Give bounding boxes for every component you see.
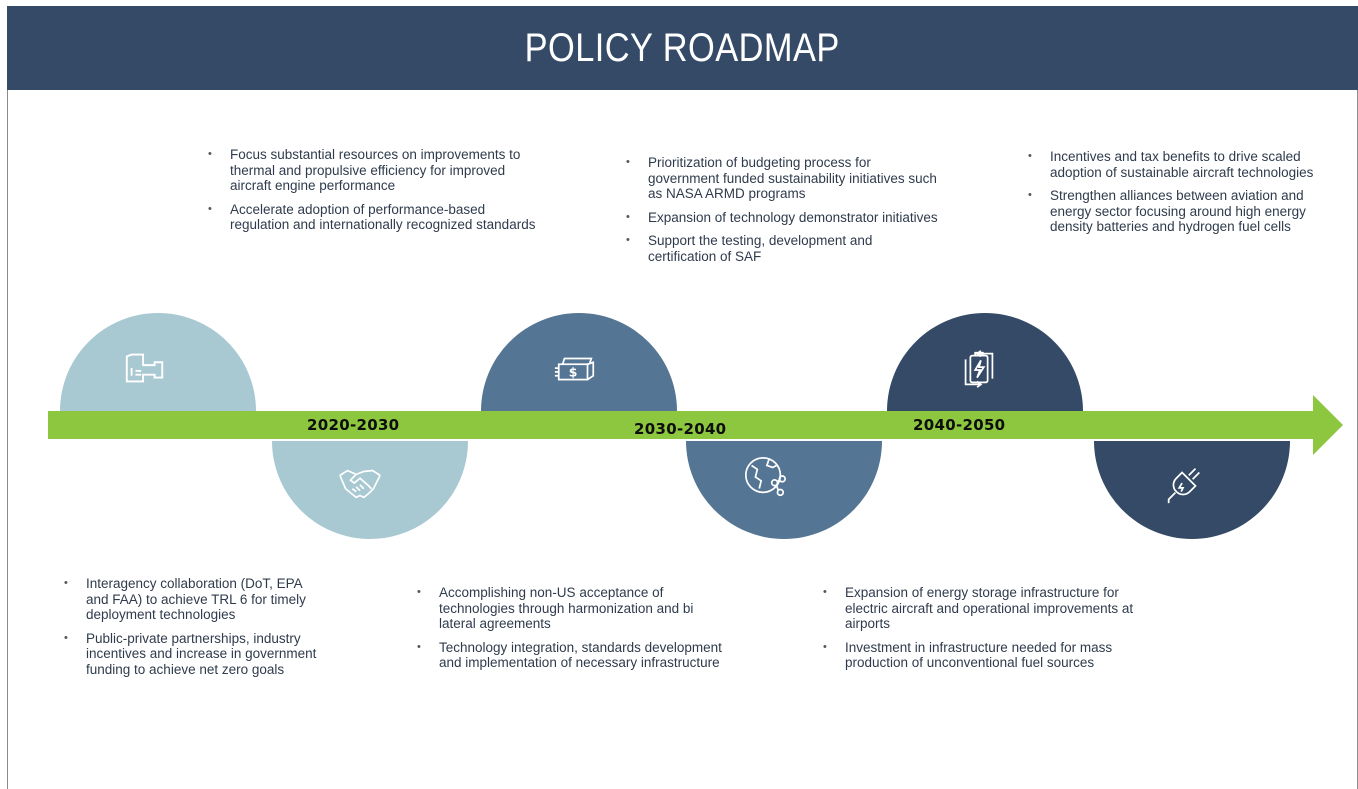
period-label-2020-2030: 2020-2030: [307, 416, 400, 434]
bullet-item: Support the testing, development and cer…: [626, 233, 942, 264]
bullet-item: Prioritization of budgeting process for …: [626, 155, 942, 202]
bullet-item: Strengthen alliances between aviation an…: [1028, 188, 1328, 235]
top-text-block-2030: Prioritization of budgeting process for …: [626, 155, 942, 272]
bottom-text-block-2040: Expansion of energy storage infrastructu…: [823, 585, 1143, 679]
bullet-item: Accelerate adoption of performance-based…: [208, 202, 538, 233]
bullet-item: Technology integration, standards develo…: [417, 640, 729, 671]
handshake-icon: [339, 469, 381, 499]
bullet-item: Investment in infrastructure needed for …: [823, 640, 1143, 671]
top-text-block-2040: Incentives and tax benefits to drive sca…: [1028, 149, 1328, 243]
bullet-item: Public-private partnerships, industry in…: [64, 631, 326, 678]
svg-text:$: $: [569, 365, 578, 380]
bullet-item: Accomplishing non-US acceptance of techn…: [417, 585, 729, 632]
bullet-item: Focus substantial resources on improveme…: [208, 147, 538, 194]
plug-icon: [1167, 468, 1200, 504]
header-bar: POLICY ROADMAP: [7, 6, 1358, 90]
top-text-block-2020: Focus substantial resources on improveme…: [208, 147, 538, 241]
bullet-item: Expansion of technology demonstrator ini…: [626, 210, 942, 226]
frame-left-border: [7, 90, 8, 789]
bullet-item: Expansion of energy storage infrastructu…: [823, 585, 1143, 632]
bullet-item: Interagency collaboration (DoT, EPA and …: [64, 576, 326, 623]
period-label-2030-2040: 2030-2040: [634, 420, 727, 438]
period-label-2040-2050: 2040-2050: [913, 416, 1006, 434]
page-title: POLICY ROADMAP: [524, 25, 841, 70]
engine-icon: [125, 353, 164, 383]
globe-network-icon: [744, 456, 786, 497]
bottom-text-block-2030: Accomplishing non-US acceptance of techn…: [417, 585, 729, 679]
bottom-text-block-2020: Interagency collaboration (DoT, EPA and …: [64, 576, 326, 685]
money-icon: $: [554, 357, 595, 381]
bullet-item: Incentives and tax benefits to drive sca…: [1028, 149, 1328, 180]
battery-charging-icon: [964, 350, 994, 388]
